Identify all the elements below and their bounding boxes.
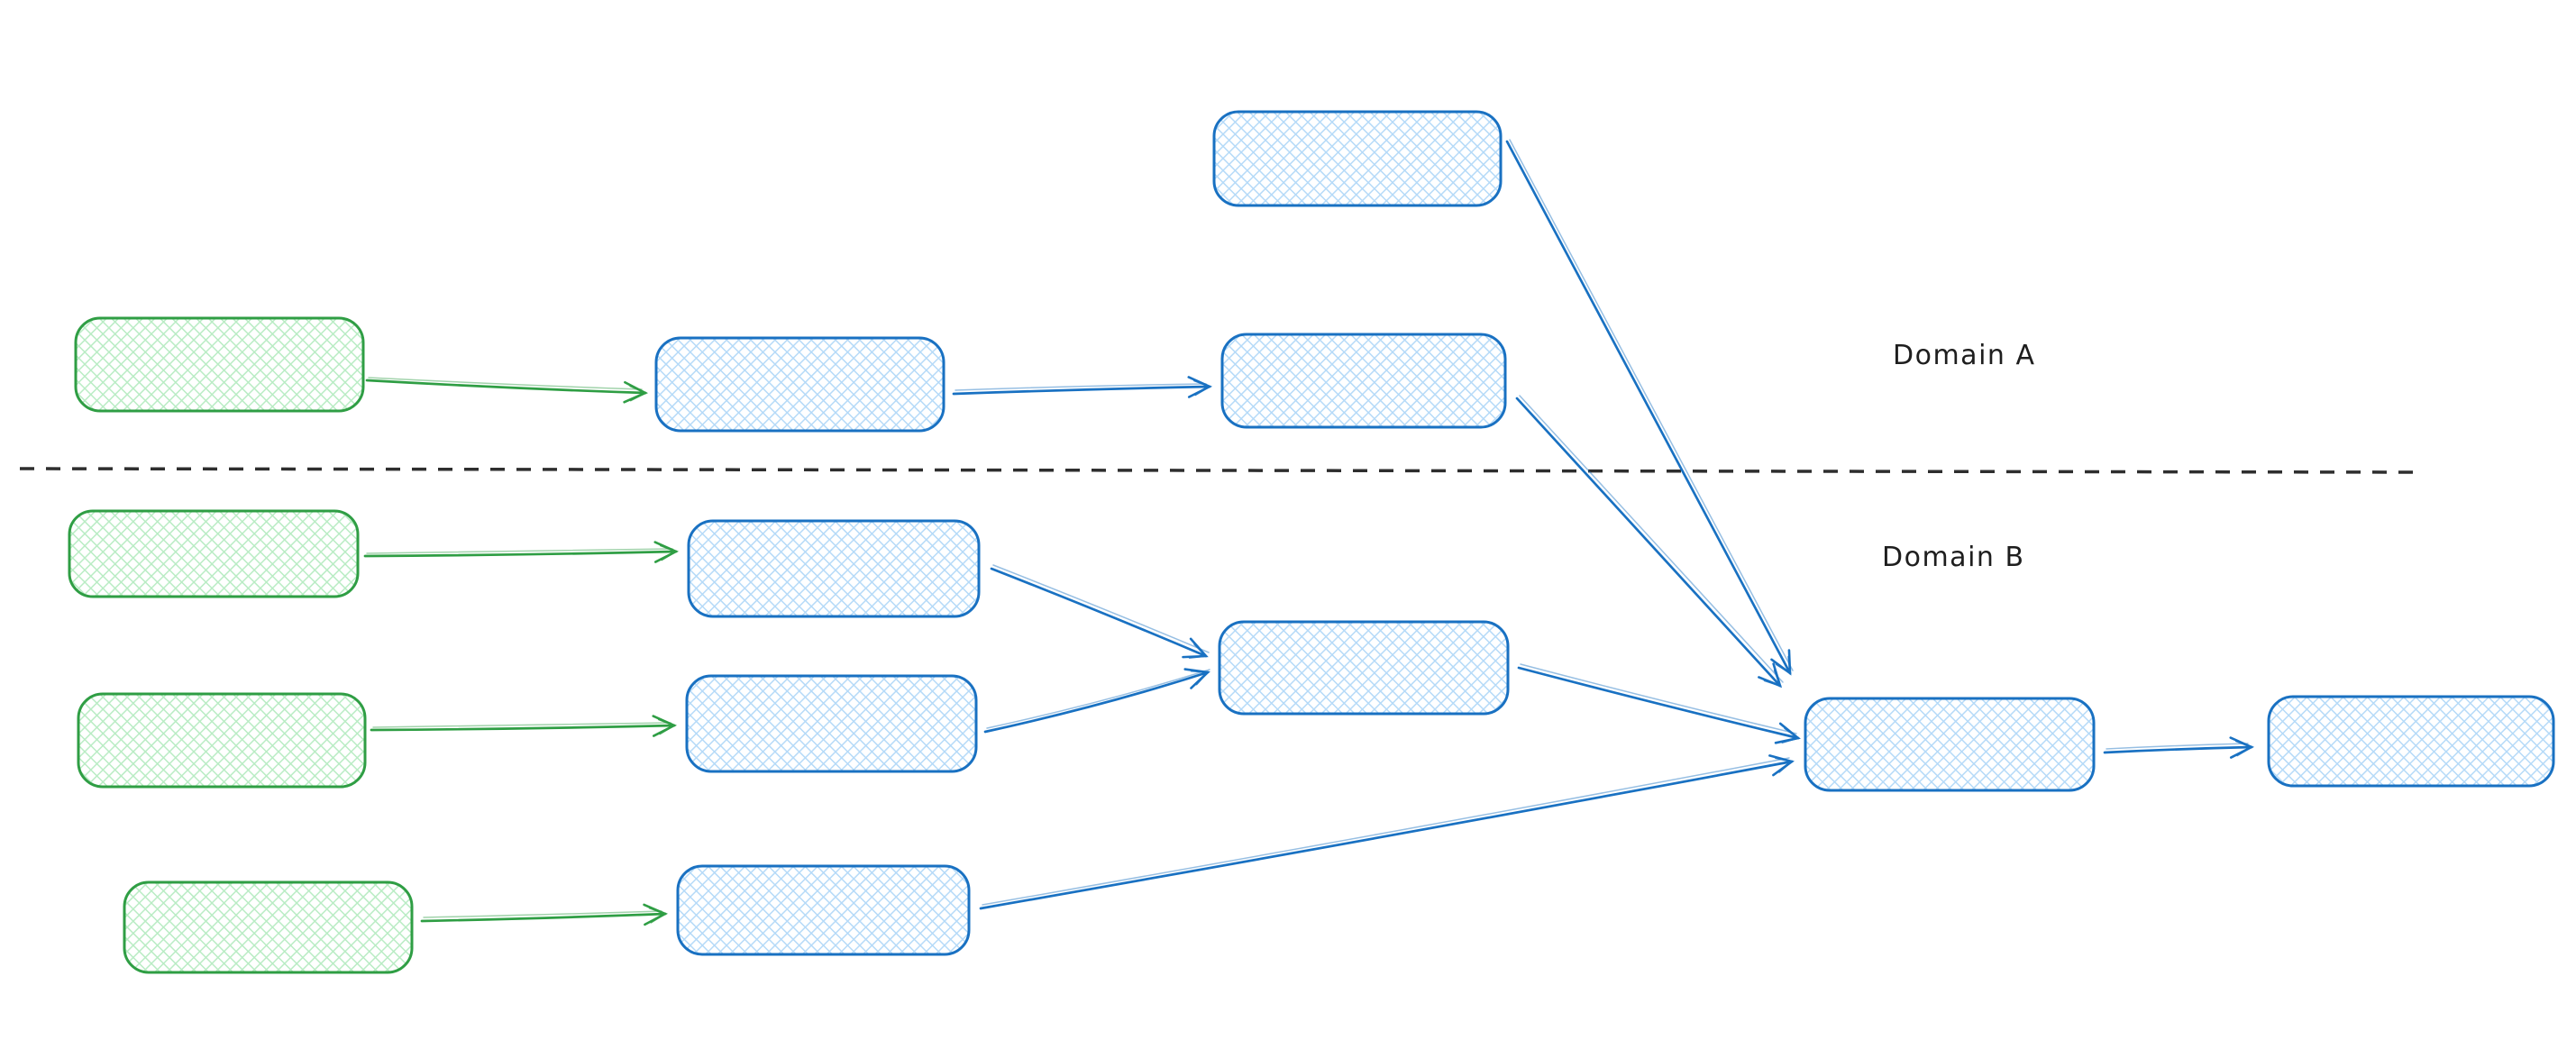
blue-box-a2 [1220, 333, 1507, 429]
green-box-b1 [68, 509, 360, 598]
blue-box-b1 [687, 519, 981, 618]
arrow-a2-to-sink [1515, 395, 1784, 689]
blue-box-b2 [685, 674, 978, 773]
arrow-green-b3-to-b3 [420, 903, 669, 926]
blue-box-b-merge [1218, 620, 1510, 716]
domain-divider-line [19, 467, 2414, 474]
arrow-b1-to-merge [990, 564, 1210, 659]
arrow-sink-to-output [2103, 736, 2255, 759]
arrow-green-a-to-a1 [365, 377, 649, 404]
blue-box-sink [1804, 697, 2096, 792]
blue-box-output [2267, 695, 2555, 788]
arrow-merge-to-sink [1517, 663, 1801, 744]
blue-box-top [1212, 110, 1503, 207]
arrow-b3-to-sink [979, 754, 1795, 910]
arrow-a1-to-a2 [952, 376, 1213, 398]
domain-a-label: Domain A [1893, 340, 2035, 371]
arrow-green-b2-to-b2 [370, 715, 678, 737]
green-box-b3 [123, 880, 414, 974]
green-box-b2 [77, 692, 367, 789]
blue-box-b3 [676, 864, 971, 956]
arrow-top-to-sink [1505, 139, 1794, 676]
arrow-b2-to-merge [983, 668, 1210, 734]
arrow-green-b1-to-b1 [363, 541, 680, 563]
blue-box-a1 [654, 336, 945, 433]
domain-b-label: Domain B [1882, 542, 2025, 573]
green-box-a [74, 316, 365, 413]
